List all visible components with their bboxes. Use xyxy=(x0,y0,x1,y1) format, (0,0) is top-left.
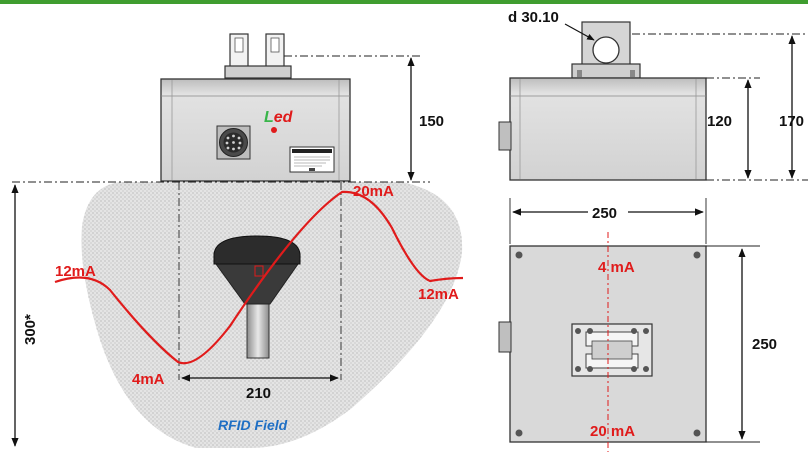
front-view: d 30.10 120 170 xyxy=(498,9,808,181)
signal-curve xyxy=(54,190,464,365)
current-4ma: 4mA xyxy=(132,371,165,388)
led-indicator xyxy=(271,127,277,133)
rfid-field-label: RFID Field xyxy=(218,417,288,433)
dim-field-height: 300* xyxy=(22,314,39,345)
top-current-20ma: 20 mA xyxy=(590,423,635,440)
product-label xyxy=(289,146,335,173)
led-label: Led xyxy=(264,109,294,126)
top-clamp-plate xyxy=(571,323,653,377)
dim-diameter: d 30.10 xyxy=(508,9,559,26)
front-housing xyxy=(509,77,707,181)
top-view: 4 mA 20 mA 250 250 xyxy=(498,198,777,452)
dim-width-210: 210 xyxy=(246,385,271,402)
dim-height-250: 250 xyxy=(752,336,777,353)
dim-height-120: 120 xyxy=(707,113,732,130)
side-view: Led 150 300* xyxy=(11,33,464,448)
connector-icon xyxy=(216,125,251,160)
dim-height-170: 170 xyxy=(779,113,804,130)
top-clamp xyxy=(224,33,292,79)
current-12ma-right: 12mA xyxy=(418,286,459,303)
dim-height-150: 150 xyxy=(419,113,444,130)
top-current-4ma: 4 mA xyxy=(598,259,635,276)
dim-width-250: 250 xyxy=(592,205,617,222)
current-12ma-left: 12mA xyxy=(55,263,96,280)
top-bar xyxy=(0,0,808,4)
rfid-field-area xyxy=(81,182,463,448)
current-20ma: 20mA xyxy=(353,183,394,200)
